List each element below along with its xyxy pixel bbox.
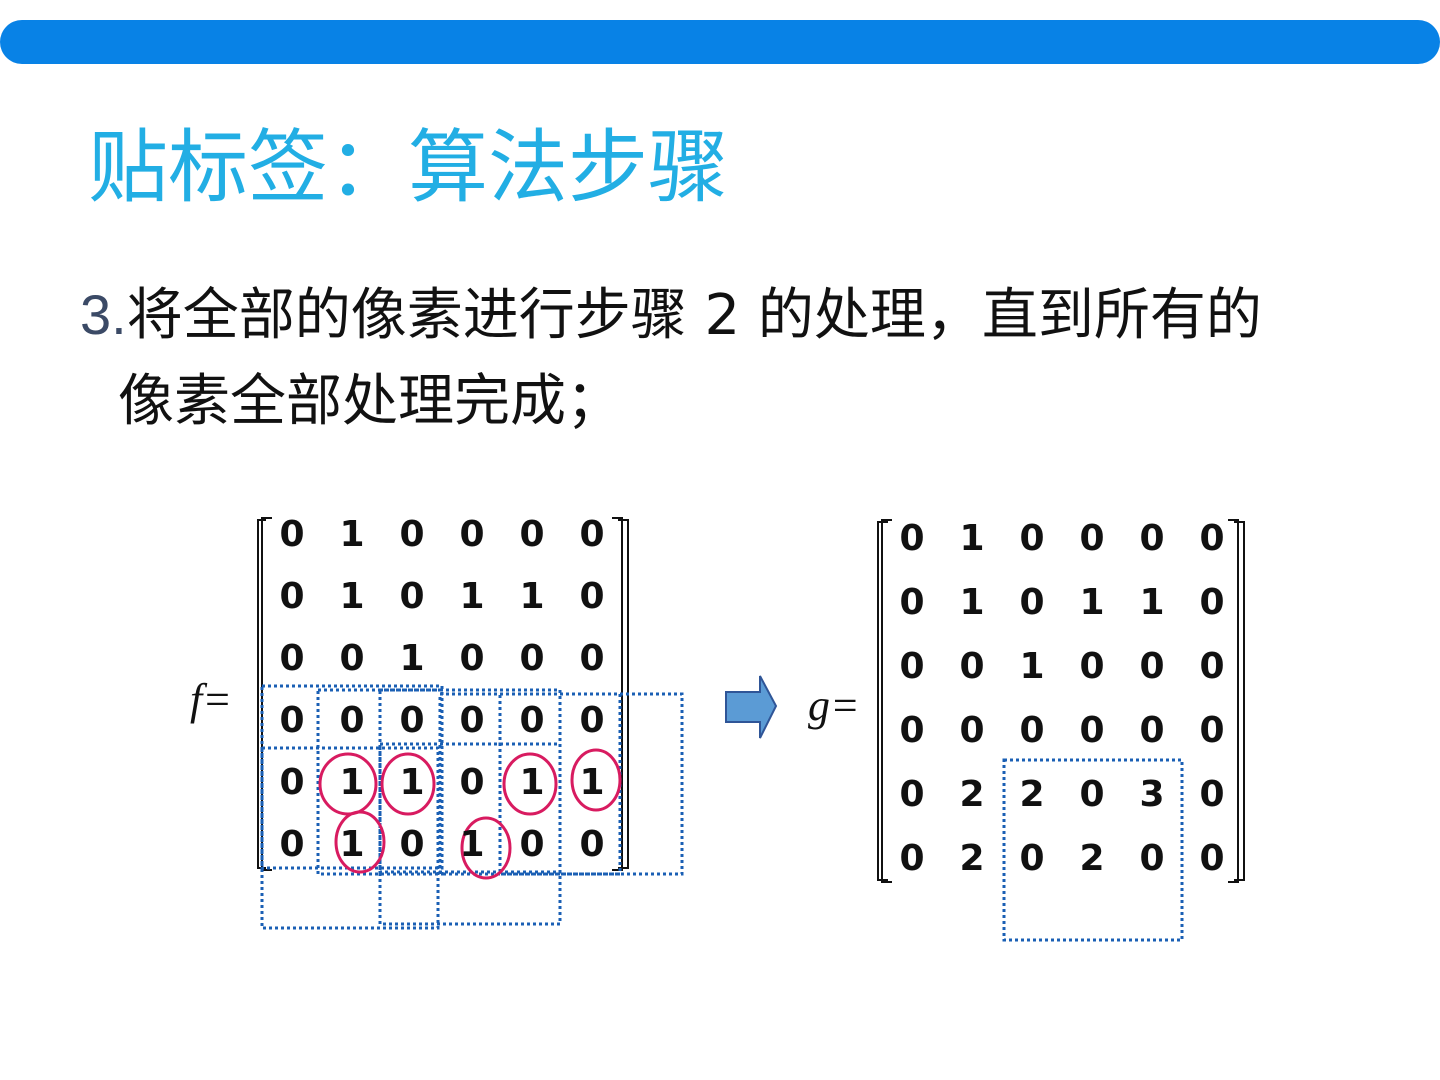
- step-text-line1: 将全部的像素进行步骤 2 的处理，直到所有的: [126, 283, 1262, 348]
- right-matrix-cell-r2-c3: 0: [1079, 646, 1104, 687]
- left-matrix-cell-r3-c0: 0: [279, 700, 304, 741]
- left-matrix-cell-r0-c5: 0: [579, 514, 604, 555]
- right-matrix-cell-r3-c0: 0: [899, 710, 924, 751]
- left-matrix-cell-r3-c4: 0: [519, 700, 544, 741]
- right-matrix-cell-r0-c3: 0: [1079, 518, 1104, 559]
- right-scan-window: [1002, 758, 1184, 942]
- step-text-line2: 像素全部处理完成；: [118, 369, 622, 434]
- left-matrix-cell-r1-c1: 1: [339, 576, 364, 617]
- right-matrix-cell-r5-c0: 0: [899, 838, 924, 879]
- left-matrix-cell-r0-c2: 0: [399, 514, 424, 555]
- left-matrix-cell-r0-c0: 0: [279, 514, 304, 555]
- right-matrix-cell-r2-c0: 0: [899, 646, 924, 687]
- right-matrix-cell-r0-c4: 0: [1139, 518, 1164, 559]
- left-matrix-cell-r2-c0: 0: [279, 638, 304, 679]
- left-matrix-cell-r4-c2: 1: [399, 762, 424, 803]
- left-matrix-cell-r0-c3: 0: [459, 514, 484, 555]
- left-matrix-cell-r2-c3: 0: [459, 638, 484, 679]
- right-matrix-cell-r3-c2: 0: [1019, 710, 1044, 751]
- right-matrix-label: g=: [808, 681, 860, 730]
- right-matrix-cell-r4-c3: 0: [1079, 774, 1104, 815]
- right-matrix-brackets: [877, 519, 1245, 883]
- left-matrix-cell-r5-c1: 1: [339, 824, 364, 865]
- right-matrix-cell-r5-c2: 0: [1019, 838, 1044, 879]
- right-matrix-cell-r4-c5: 0: [1199, 774, 1224, 815]
- left-matrix-cell-r4-c5: 1: [579, 762, 604, 803]
- right-matrix-cell-r3-c4: 0: [1139, 710, 1164, 751]
- left-matrix-cell-r3-c5: 0: [579, 700, 604, 741]
- left-matrix-cell-r1-c0: 0: [279, 576, 304, 617]
- right-matrix-cell-r5-c1: 2: [959, 838, 984, 879]
- right-matrix-cell-r1-c1: 1: [959, 582, 984, 623]
- left-matrix-cell-r3-c2: 0: [399, 700, 424, 741]
- right-matrix-cell-r1-c4: 1: [1139, 582, 1164, 623]
- left-matrix-cell-r1-c5: 0: [579, 576, 604, 617]
- left-matrix-cell-r5-c5: 0: [579, 824, 604, 865]
- left-matrix-cell-r4-c3: 0: [459, 762, 484, 803]
- right-matrix-cell-r1-c2: 0: [1019, 582, 1044, 623]
- step-number: 3.: [80, 283, 127, 346]
- right-matrix-cell-r4-c1: 2: [959, 774, 984, 815]
- left-matrix-cell-r2-c1: 0: [339, 638, 364, 679]
- left-matrix-cell-r0-c1: 1: [339, 514, 364, 555]
- step-paragraph: 3.将全部的像素进行步骤 2 的处理，直到所有的 像素全部处理完成；: [80, 272, 1380, 445]
- right-matrix-cell-r3-c3: 0: [1079, 710, 1104, 751]
- left-matrix-cell-r1-c3: 1: [459, 576, 484, 617]
- slide-title: 贴标签：算法步骤: [88, 121, 728, 214]
- right-matrix-cell-r5-c4: 0: [1139, 838, 1164, 879]
- right-matrix-cell-r1-c0: 0: [899, 582, 924, 623]
- right-matrix-cell-r1-c3: 1: [1079, 582, 1104, 623]
- left-matrix-cell-r4-c1: 1: [339, 762, 364, 803]
- left-matrix-cell-r5-c0: 0: [279, 824, 304, 865]
- left-matrix-cell-r5-c4: 0: [519, 824, 544, 865]
- right-matrix-cell-r0-c5: 0: [1199, 518, 1224, 559]
- right-matrix-cell-r1-c5: 0: [1199, 582, 1224, 623]
- left-matrix-cell-r2-c5: 0: [579, 638, 604, 679]
- left-matrix-cell-r5-c2: 0: [399, 824, 424, 865]
- right-matrix-cell-r2-c1: 0: [959, 646, 984, 687]
- right-matrix-cell-r4-c2: 2: [1019, 774, 1044, 815]
- left-matrix-cell-r3-c3: 0: [459, 700, 484, 741]
- left-matrix-cell-r2-c4: 0: [519, 638, 544, 679]
- right-matrix-cell-r0-c2: 0: [1019, 518, 1044, 559]
- left-matrix-label: f=: [190, 675, 232, 724]
- left-matrix-cell-r4-c4: 1: [519, 762, 544, 803]
- header-accent-bar: [0, 20, 1440, 64]
- transform-arrow: [725, 675, 778, 739]
- left-matrix-cell-r4-c0: 0: [279, 762, 304, 803]
- highlight-circles: [318, 748, 622, 880]
- left-matrix-cell-r3-c1: 0: [339, 700, 364, 741]
- right-matrix-cell-r4-c0: 0: [899, 774, 924, 815]
- right-matrix-cell-r2-c4: 0: [1139, 646, 1164, 687]
- left-matrix-cell-r1-c4: 1: [519, 576, 544, 617]
- left-matrix-cell-r2-c2: 1: [399, 638, 424, 679]
- right-matrix-cell-r3-c5: 0: [1199, 710, 1224, 751]
- right-matrix-cell-r0-c1: 1: [959, 518, 984, 559]
- right-matrix-cell-r2-c2: 1: [1019, 646, 1044, 687]
- right-matrix-cell-r5-c5: 0: [1199, 838, 1224, 879]
- right-matrix-cell-r3-c1: 0: [959, 710, 984, 751]
- left-matrix-cell-r5-c3: 1: [459, 824, 484, 865]
- left-matrix-cell-r0-c4: 0: [519, 514, 544, 555]
- left-matrix-cell-r1-c2: 0: [399, 576, 424, 617]
- right-matrix-cell-r0-c0: 0: [899, 518, 924, 559]
- right-matrix-cell-r5-c3: 2: [1079, 838, 1104, 879]
- right-matrix-cell-r2-c5: 0: [1199, 646, 1224, 687]
- right-matrix-cell-r4-c4: 3: [1139, 774, 1164, 815]
